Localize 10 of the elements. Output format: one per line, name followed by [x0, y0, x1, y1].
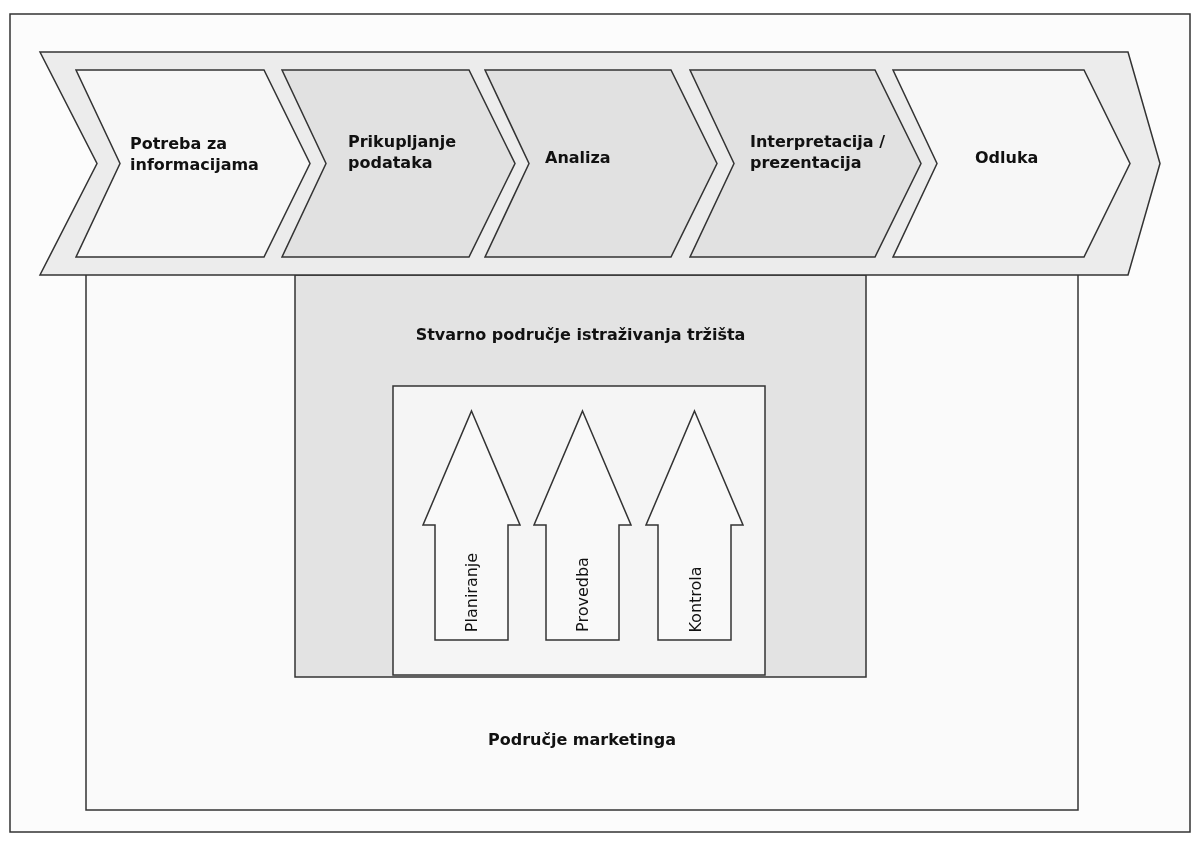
step-label: Interpretacija / prezentacija	[750, 132, 887, 174]
step-label: Prikupljanje podataka	[348, 132, 458, 174]
step-label: Odluka	[975, 148, 1039, 169]
process-label: Planiranje	[462, 552, 482, 633]
step-label: Analiza	[545, 148, 611, 169]
process-label: Provedba	[572, 557, 592, 632]
area-title: Područje marketinga	[486, 730, 677, 751]
area-title: Stvarno područje istraživanja tržišta	[414, 325, 747, 346]
process-label: Kontrola	[685, 565, 705, 633]
step-label: Potreba za informacijama	[130, 134, 260, 176]
